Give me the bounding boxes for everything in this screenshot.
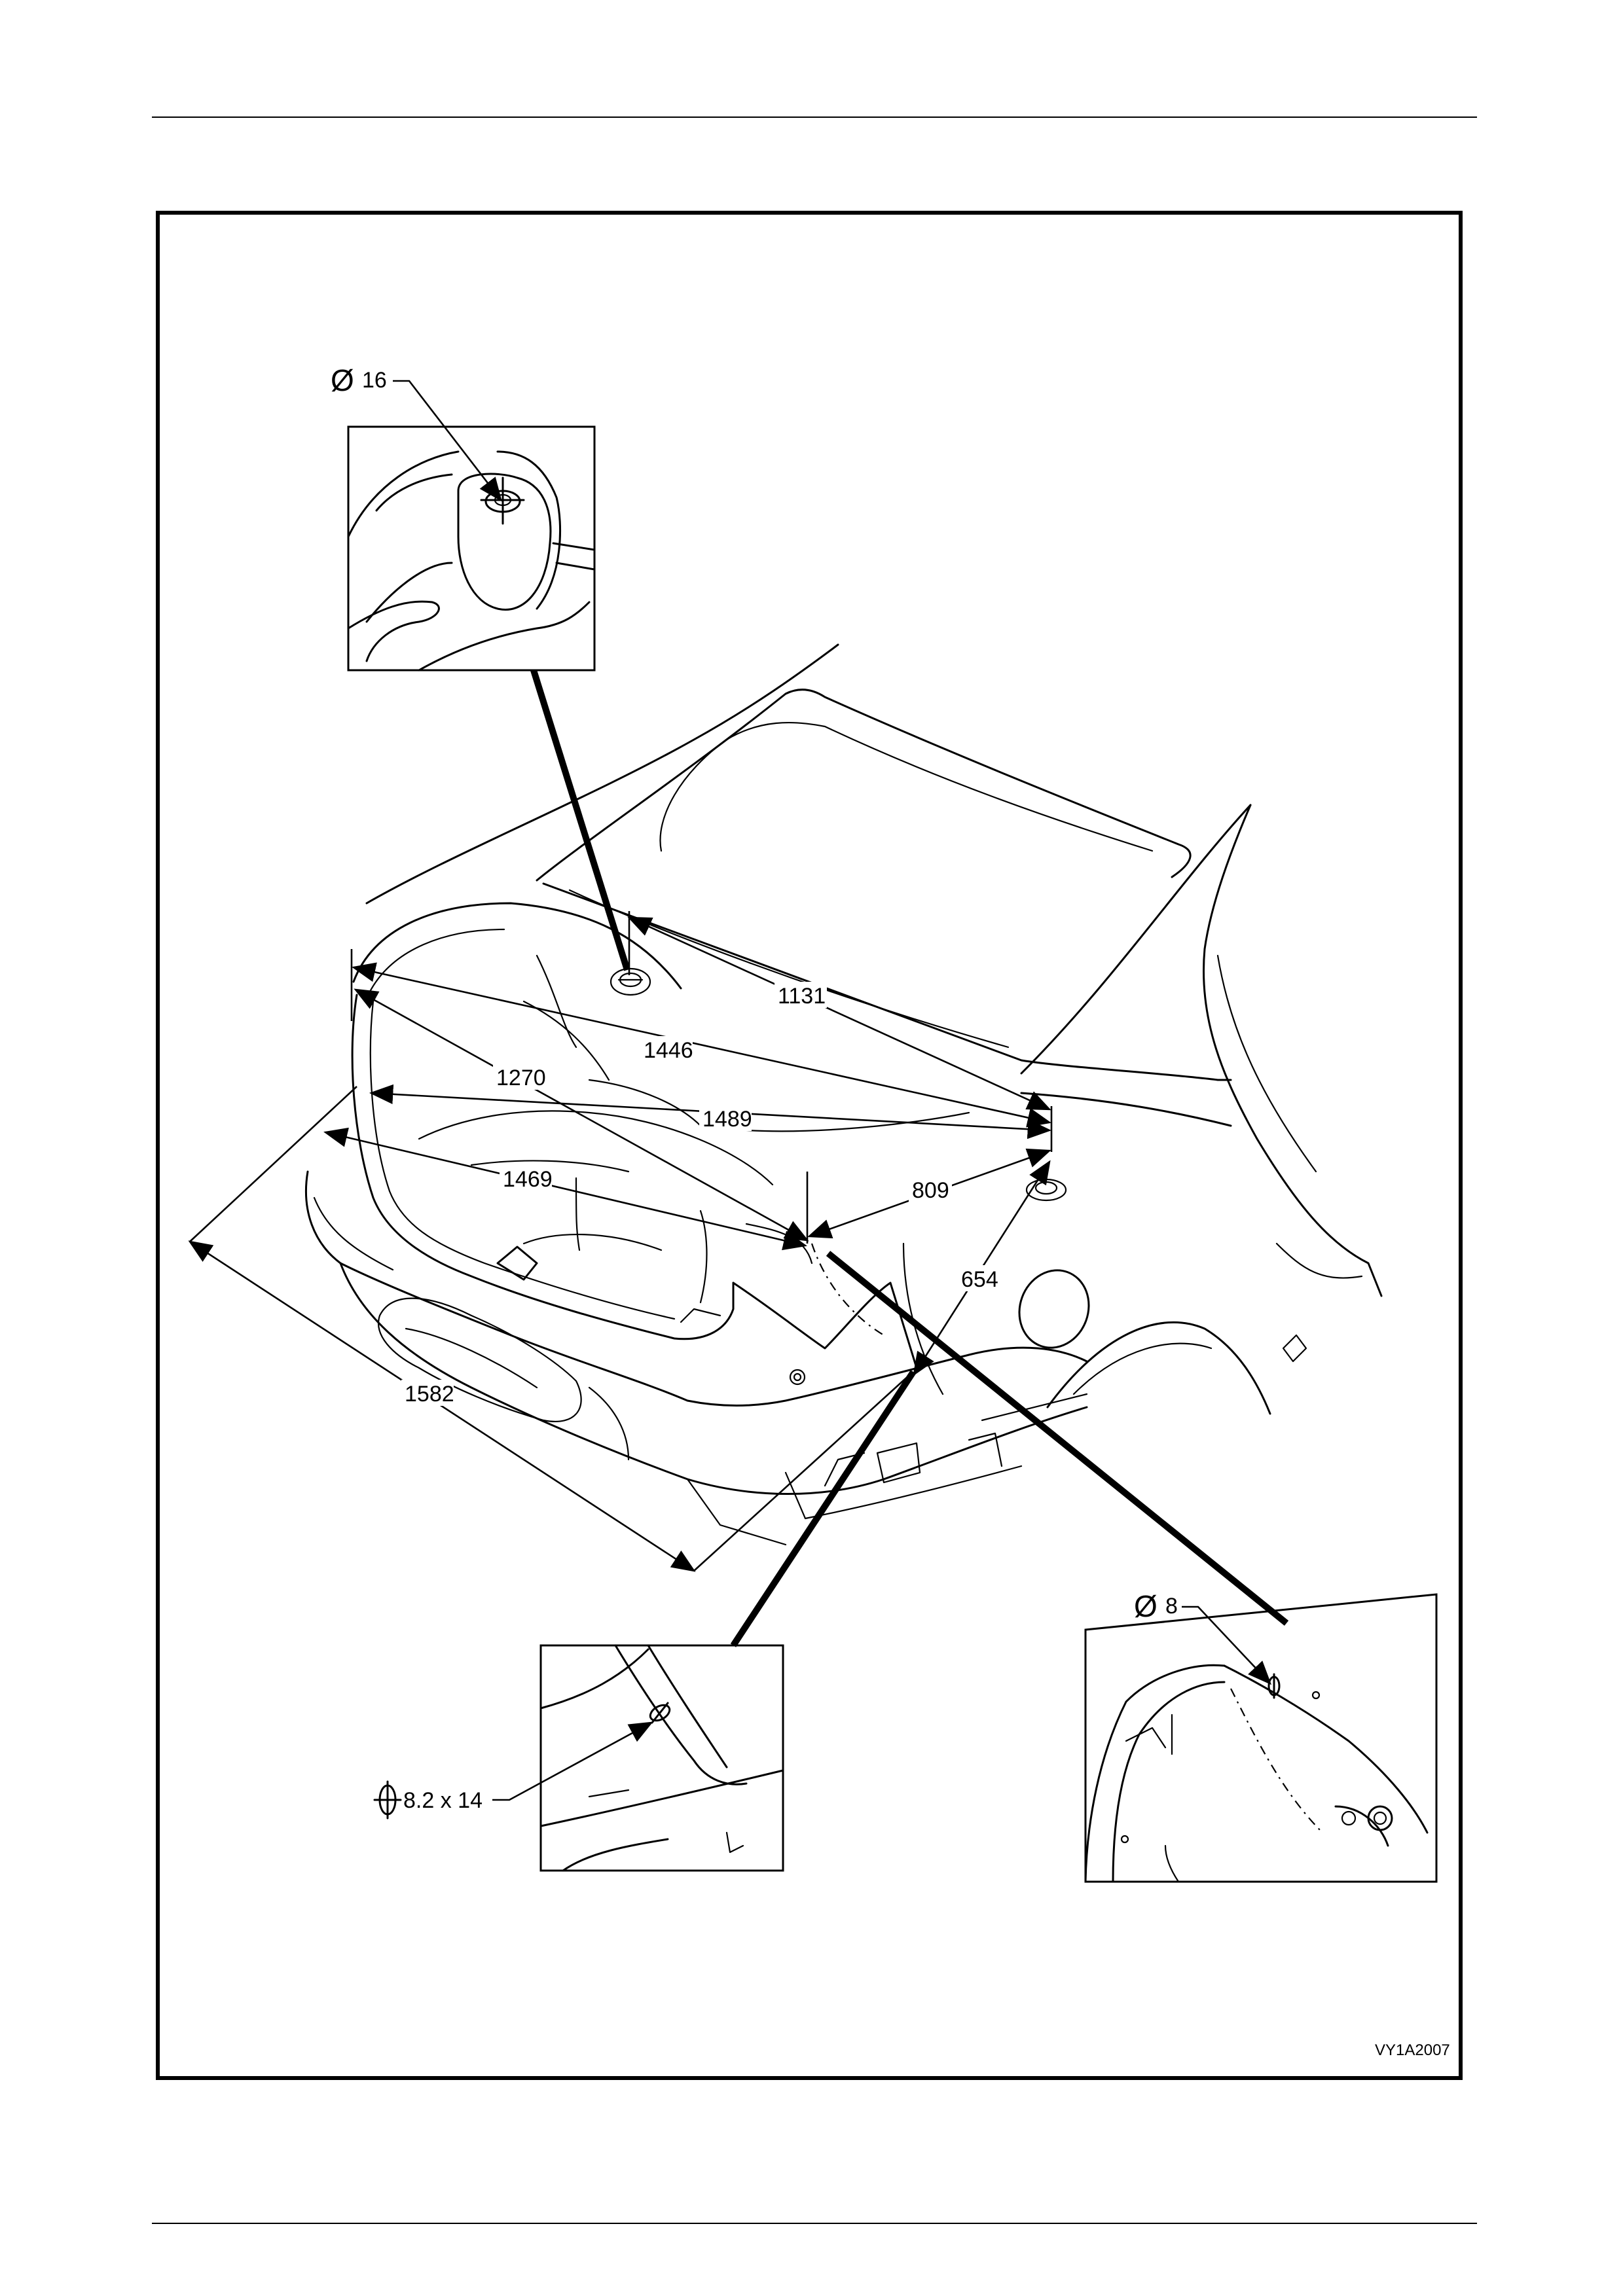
dim-label-1270: 1270 — [496, 1066, 546, 1090]
dim-label-1131: 1131 — [778, 984, 826, 1009]
dim-label-809: 809 — [912, 1178, 949, 1203]
dim-label-1489: 1489 — [702, 1107, 752, 1132]
car-body-outline — [306, 645, 1381, 1545]
dim-label-1582: 1582 — [405, 1382, 454, 1407]
diameter-symbol: Ø — [1134, 1589, 1158, 1623]
dim-label-654: 654 — [961, 1267, 998, 1292]
figure-reference: VY1A2007 — [1375, 2041, 1450, 2059]
dim-label-1469: 1469 — [503, 1167, 553, 1192]
detail-leaders — [534, 670, 1286, 1645]
callout-hole-8-value: 8 — [1165, 1594, 1178, 1619]
detail-bottom-slot — [541, 1645, 783, 1871]
detail-right-hole — [1085, 1594, 1436, 1882]
callout-hole-16-value: 16 — [362, 368, 387, 393]
dim-label-1446: 1446 — [644, 1038, 693, 1063]
diameter-symbol: Ø — [331, 363, 354, 397]
detail-top-hole — [348, 427, 594, 670]
callout-slot-value: 8.2 x 14 — [403, 1788, 483, 1813]
slot-symbol-icon — [374, 1782, 401, 1818]
